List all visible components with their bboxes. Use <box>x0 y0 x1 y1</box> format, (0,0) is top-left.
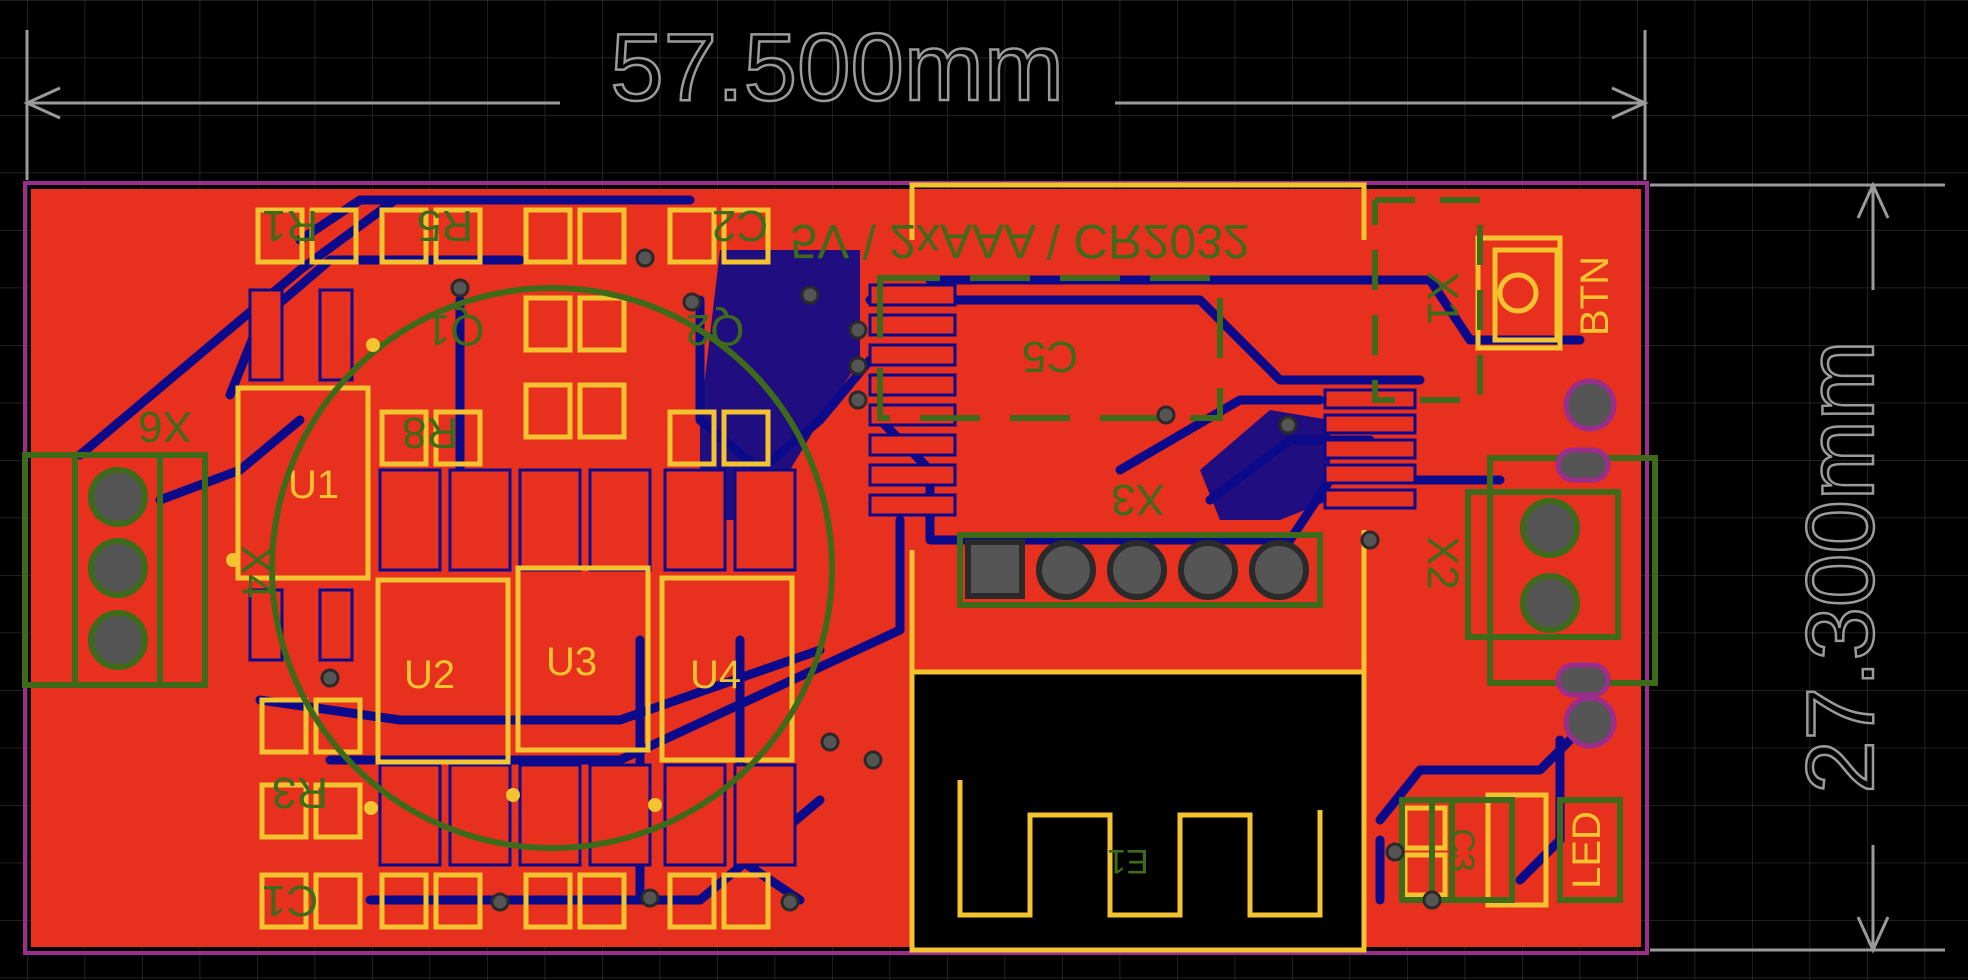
bottom-fill-zone-2 <box>1200 410 1330 520</box>
label-x4: X4 <box>232 545 281 599</box>
label-q2: Q2 <box>686 305 745 354</box>
connector-x3-pins <box>965 539 1309 600</box>
through-hole-pads <box>88 378 1617 749</box>
smd-pads <box>248 283 1417 867</box>
footprint-u4 <box>659 575 795 763</box>
antenna-trace <box>957 780 1323 918</box>
footprint-x4 <box>22 452 208 688</box>
footprint-c5 <box>877 275 1223 421</box>
label-c1: C1 <box>262 876 318 925</box>
top-silkscreen-outlines <box>235 182 1563 953</box>
footprint-x3 <box>957 532 1323 608</box>
label-x3: X3 <box>1111 475 1165 524</box>
label-r5: R5 <box>417 201 473 250</box>
label-x1: X1 <box>1418 271 1467 325</box>
footprint-u2 <box>375 577 511 765</box>
footprint-x2 <box>1465 489 1621 640</box>
height-dimension-label: 27.300mm <box>1787 340 1894 794</box>
label-x6: X6 <box>138 402 192 451</box>
connector-x2-pins <box>1520 498 1580 633</box>
label-u4: U4 <box>690 653 741 697</box>
bottom-fill-zone <box>700 250 860 520</box>
footprint-battery <box>269 285 835 851</box>
label-c2: C2 <box>712 201 768 250</box>
height-dimension <box>1650 181 1945 954</box>
label-x2: X2 <box>1418 536 1467 590</box>
yellow-vias <box>226 338 662 815</box>
label-led: LED <box>1565 811 1609 889</box>
label-u3: U3 <box>546 640 597 684</box>
label-c5: C5 <box>1022 332 1078 381</box>
connector-x4-pins <box>88 467 148 670</box>
footprint-led <box>1485 792 1549 908</box>
label-r3: R3 <box>272 768 328 817</box>
usb-mount-holes <box>1555 378 1617 749</box>
label-r1: R1 <box>262 201 318 250</box>
antenna-keepout <box>912 672 1364 950</box>
label-u2: U2 <box>404 653 455 697</box>
footprint-u3 <box>515 565 651 753</box>
antenna-outline <box>909 669 1367 953</box>
btn-actuator <box>1497 272 1539 314</box>
label-r8: R8 <box>402 408 458 457</box>
label-btn: BTN <box>1573 256 1617 336</box>
label-q1: Q1 <box>426 305 485 354</box>
width-dimension <box>23 30 1649 180</box>
vias <box>320 248 1442 912</box>
footprint-u1 <box>235 385 371 581</box>
label-power-source: 5V \ 2xAAA \ CR2032 <box>791 214 1250 267</box>
label-e1: E1 <box>1107 842 1149 880</box>
width-dimension-label: 57.500mm <box>610 14 1064 121</box>
label-c3: C3 <box>1443 828 1481 871</box>
label-u1: U1 <box>288 463 339 507</box>
